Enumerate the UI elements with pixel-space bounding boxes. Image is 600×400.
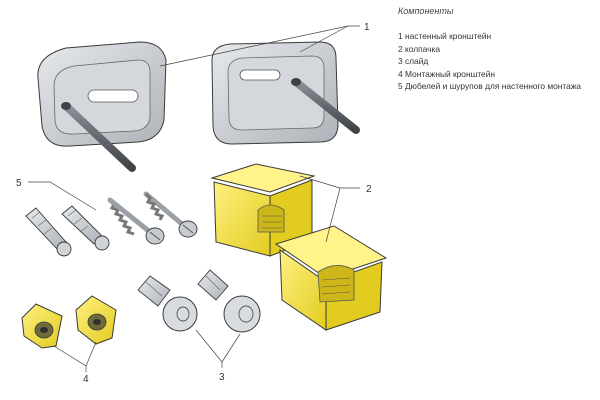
callout-4: 4 [53, 341, 97, 385]
mounting-brackets [21, 295, 117, 349]
callout-1: 1 [159, 22, 370, 67]
legend-item-mounting-bracket: 4 Монтажный кронштейн [398, 68, 496, 79]
dowels-and-screws [25, 191, 198, 257]
callout-2-label: 2 [366, 184, 372, 195]
callout-2: 2 [299, 175, 372, 243]
legend-item-caps: 2 колпачка [398, 43, 440, 54]
legend-item-wall-bracket: 1 настенный кронштейн [398, 31, 492, 41]
wall-bracket-right [211, 41, 360, 145]
legend-item-slides: 3 слайд [398, 56, 429, 67]
components-legend: Компоненты 1 настенный кронштейн 2 колпа… [398, 6, 598, 93]
callout-3-label: 3 [219, 372, 225, 383]
callout-1-label: 1 [364, 22, 370, 33]
callout-3: 3 [195, 329, 241, 383]
wall-bracket-left [37, 41, 167, 172]
callout-5-label: 5 [16, 178, 22, 189]
legend-title: Компоненты [398, 6, 454, 16]
legend-list: 1 настенный кронштейн 2 колпачка 3 слайд… [398, 30, 598, 93]
cap-back [210, 163, 316, 257]
cap-front [274, 225, 388, 331]
callout-5: 5 [16, 178, 97, 211]
callout-4-label: 4 [83, 374, 89, 385]
legend-item-dowels-screws: 5 Дюбелей и шурупов для настенного монта… [398, 81, 582, 92]
slides [137, 269, 261, 333]
